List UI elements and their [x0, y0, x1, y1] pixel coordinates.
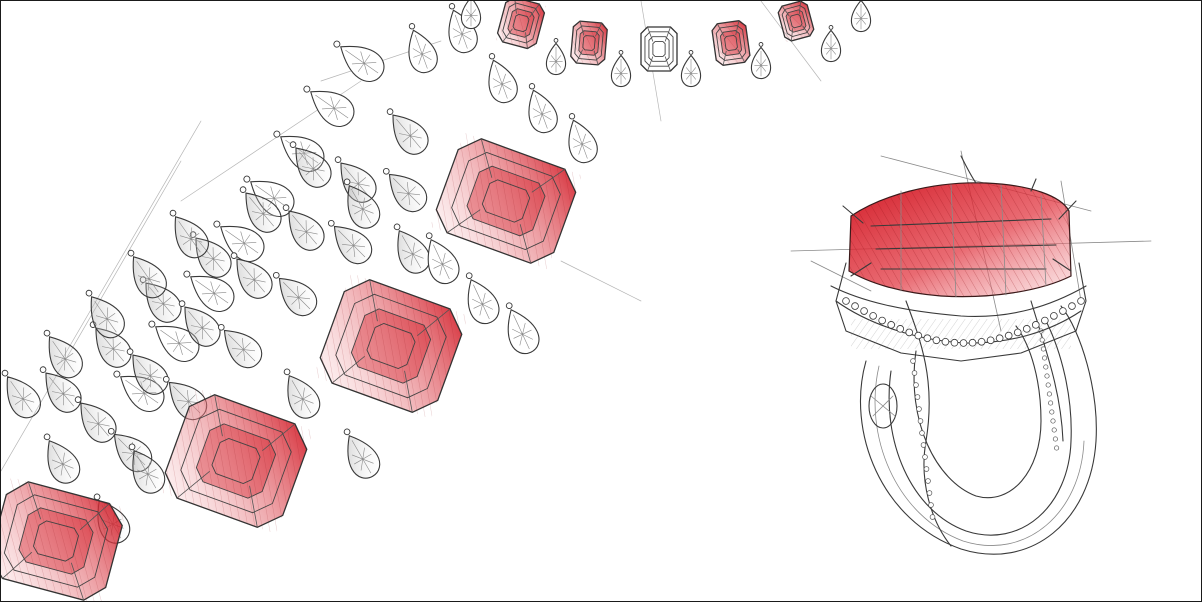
pear-diamond: [425, 232, 460, 285]
pear-diamond: [1, 369, 41, 419]
pear-diamond: [528, 83, 558, 134]
pear-diamond: [393, 223, 431, 274]
emerald-cut-ruby: [430, 132, 582, 270]
pear-diamond: [408, 23, 438, 74]
pear-diamond: [85, 289, 125, 339]
emerald-cut-diamond: [640, 26, 678, 72]
emerald-cut-ruby: [1, 477, 127, 601]
pear-diamond: [327, 219, 373, 265]
pear-diamond: [820, 25, 842, 63]
emerald-cut-ruby: [158, 387, 314, 535]
pear-diamond: [343, 178, 381, 229]
pear-diamond: [289, 141, 332, 188]
pear-diamond: [183, 270, 235, 313]
pear-diamond: [74, 396, 117, 443]
pear-diamond: [568, 113, 598, 164]
pear-diamond: [39, 366, 82, 413]
pear-diamond: [230, 252, 273, 299]
pear-diamond: [126, 348, 169, 395]
pear-diamond: [272, 271, 318, 317]
pear-diamond: [239, 186, 282, 233]
pear-diamond: [148, 320, 200, 363]
ring-sketch: [790, 150, 1152, 555]
pear-diamond: [750, 42, 772, 80]
pear-diamond: [213, 220, 265, 263]
pear-diamond: [386, 108, 429, 155]
pear-diamond: [283, 368, 321, 419]
pear-diamond: [89, 321, 132, 368]
pear-diamond: [382, 167, 428, 213]
pear-diamond: [128, 443, 166, 494]
pear-diamond: [282, 204, 325, 251]
pear-diamond: [127, 249, 167, 299]
emerald-cut-ruby: [570, 20, 608, 66]
emerald-cut-ruby: [711, 19, 751, 67]
pear-diamond: [43, 433, 81, 484]
pear-diamond: [217, 323, 263, 369]
necklace-sketch: [1, 1, 872, 601]
pear-diamond: [343, 428, 381, 479]
pear-diamond: [488, 53, 518, 104]
pear-diamond: [610, 50, 632, 88]
emerald-cut-ruby: [776, 1, 816, 43]
pear-diamond: [303, 85, 355, 128]
pear-diamond: [465, 272, 500, 325]
pear-diamond: [178, 300, 221, 347]
pear-diamond: [850, 1, 872, 33]
emerald-cut-ruby: [495, 1, 547, 51]
pear-diamond: [680, 50, 702, 88]
pear-diamond: [169, 209, 209, 259]
pear-diamond: [545, 38, 567, 76]
emerald-cut-ruby: [313, 272, 469, 420]
pear-diamond: [43, 329, 83, 379]
pear-diamond: [333, 40, 385, 83]
pear-diamond: [460, 1, 482, 30]
pear-diamond: [505, 302, 540, 355]
